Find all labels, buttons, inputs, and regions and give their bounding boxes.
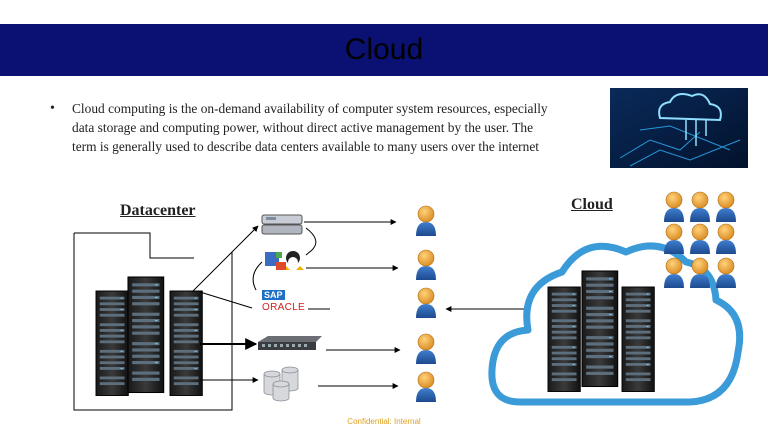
network-switch-icon: [258, 336, 322, 350]
oracle-logo: ORACLE: [262, 302, 305, 313]
user-icon: [415, 371, 437, 403]
user-icon: [415, 287, 437, 319]
cloud-server-rack-icon: [547, 270, 655, 392]
cloud-label: Cloud: [571, 196, 613, 213]
user-icon: [715, 191, 737, 223]
bullet-point: • Cloud computing is the on-demand avail…: [50, 99, 550, 156]
cloud-users: [663, 191, 737, 289]
bullet-text: Cloud computing is the on-demand availab…: [72, 101, 548, 154]
user-icon: [715, 257, 737, 289]
bullet-dot: •: [50, 101, 55, 116]
user-connectors: [304, 219, 538, 389]
title-bar: Cloud: [0, 24, 768, 76]
datacenter-server-rack-icon: [95, 276, 203, 396]
sap-logo: SAP: [262, 290, 285, 300]
database-icon: [263, 366, 299, 402]
confidentiality-footer: Confidential: Internal: [347, 417, 421, 426]
user-icon: [689, 223, 711, 255]
datacenter-frame: [73, 232, 233, 411]
user-icon: [689, 191, 711, 223]
user-icon: [715, 223, 737, 255]
slide-title: Cloud: [344, 33, 424, 66]
user-icon: [663, 191, 685, 223]
user-icon: [415, 249, 437, 281]
datacenter-label: Datacenter: [120, 202, 196, 219]
user-icon: [415, 205, 437, 237]
disk-stack-icon: [261, 214, 303, 235]
digital-cloud-image: [610, 88, 748, 168]
user-icon: [415, 333, 437, 365]
os-logos-icon: [265, 251, 304, 270]
datacenter-connectors: [191, 225, 317, 383]
user-icon: [663, 223, 685, 255]
